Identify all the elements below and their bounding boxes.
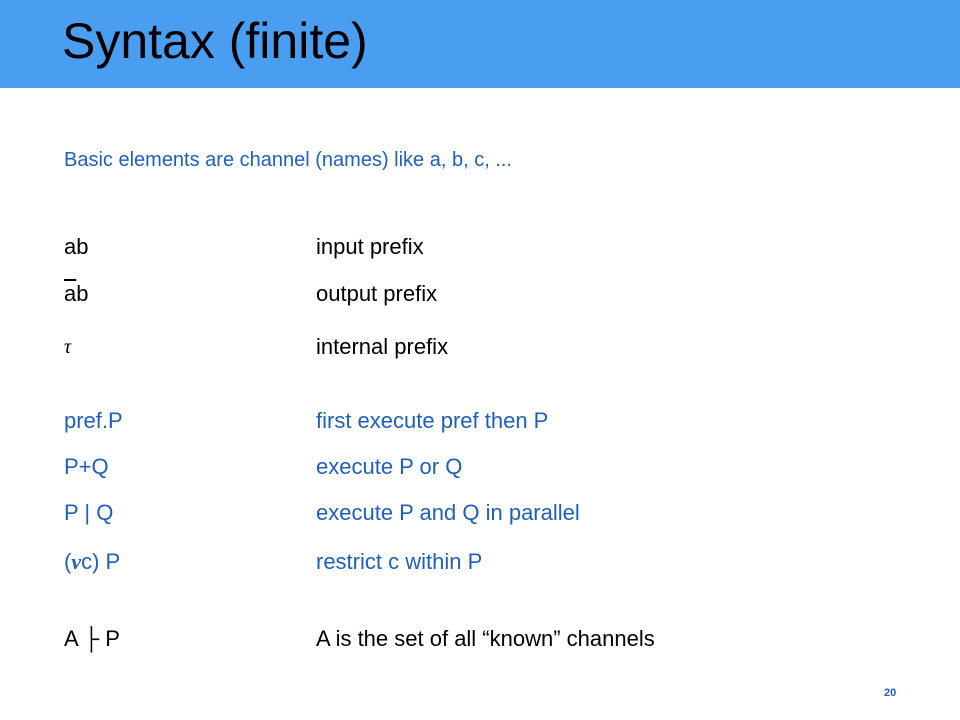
desc-restriction-process: restrict c within P — [316, 549, 483, 574]
intro-text: Basic elements are channel (names) like … — [64, 149, 512, 171]
term-choice-process: P+Q — [64, 454, 109, 479]
row-parallel-process: P | Q execute P and Q in parallel — [64, 497, 884, 529]
restriction-open-paren: ( — [64, 549, 72, 574]
desc-internal-prefix: internal prefix — [316, 334, 449, 359]
page-number: 20 — [884, 687, 897, 699]
row-judgement: A ├ P A is the set of all “known” channe… — [64, 623, 884, 655]
desc-output-prefix: output prefix — [316, 281, 438, 306]
desc-input-prefix: input prefix — [316, 234, 424, 259]
row-choice-process: P+Q execute P or Q — [64, 451, 884, 483]
term-prefix-process: pref.P — [64, 408, 123, 433]
overlined-channel: a — [64, 281, 77, 306]
row-internal-prefix: τ internal prefix — [64, 331, 884, 363]
term-restriction-process: (νc) P — [64, 546, 120, 578]
term-parallel-process: P | Q — [64, 500, 114, 525]
tau-symbol: τ — [64, 336, 72, 358]
row-input-prefix: ab input prefix — [64, 231, 884, 263]
nu-symbol: ν — [71, 549, 82, 574]
row-output-prefix: ab output prefix — [64, 278, 884, 310]
output-prefix-rest: b — [76, 281, 89, 306]
term-output-prefix: ab — [64, 278, 89, 310]
desc-choice-process: execute P or Q — [316, 454, 463, 479]
title-bar — [0, 0, 960, 88]
row-prefix-process: pref.P first execute pref then P — [64, 405, 884, 437]
slide-title: Syntax (finite) — [62, 13, 368, 69]
row-restriction-process: (νc) P restrict c within P — [64, 546, 884, 578]
desc-parallel-process: execute P and Q in parallel — [316, 500, 580, 525]
desc-judgement: A is the set of all “known” channels — [316, 626, 655, 651]
term-input-prefix: ab — [64, 234, 89, 259]
term-judgement: A ├ P — [64, 626, 120, 651]
restriction-rest: c) P — [81, 549, 121, 574]
desc-prefix-process: first execute pref then P — [316, 408, 549, 433]
